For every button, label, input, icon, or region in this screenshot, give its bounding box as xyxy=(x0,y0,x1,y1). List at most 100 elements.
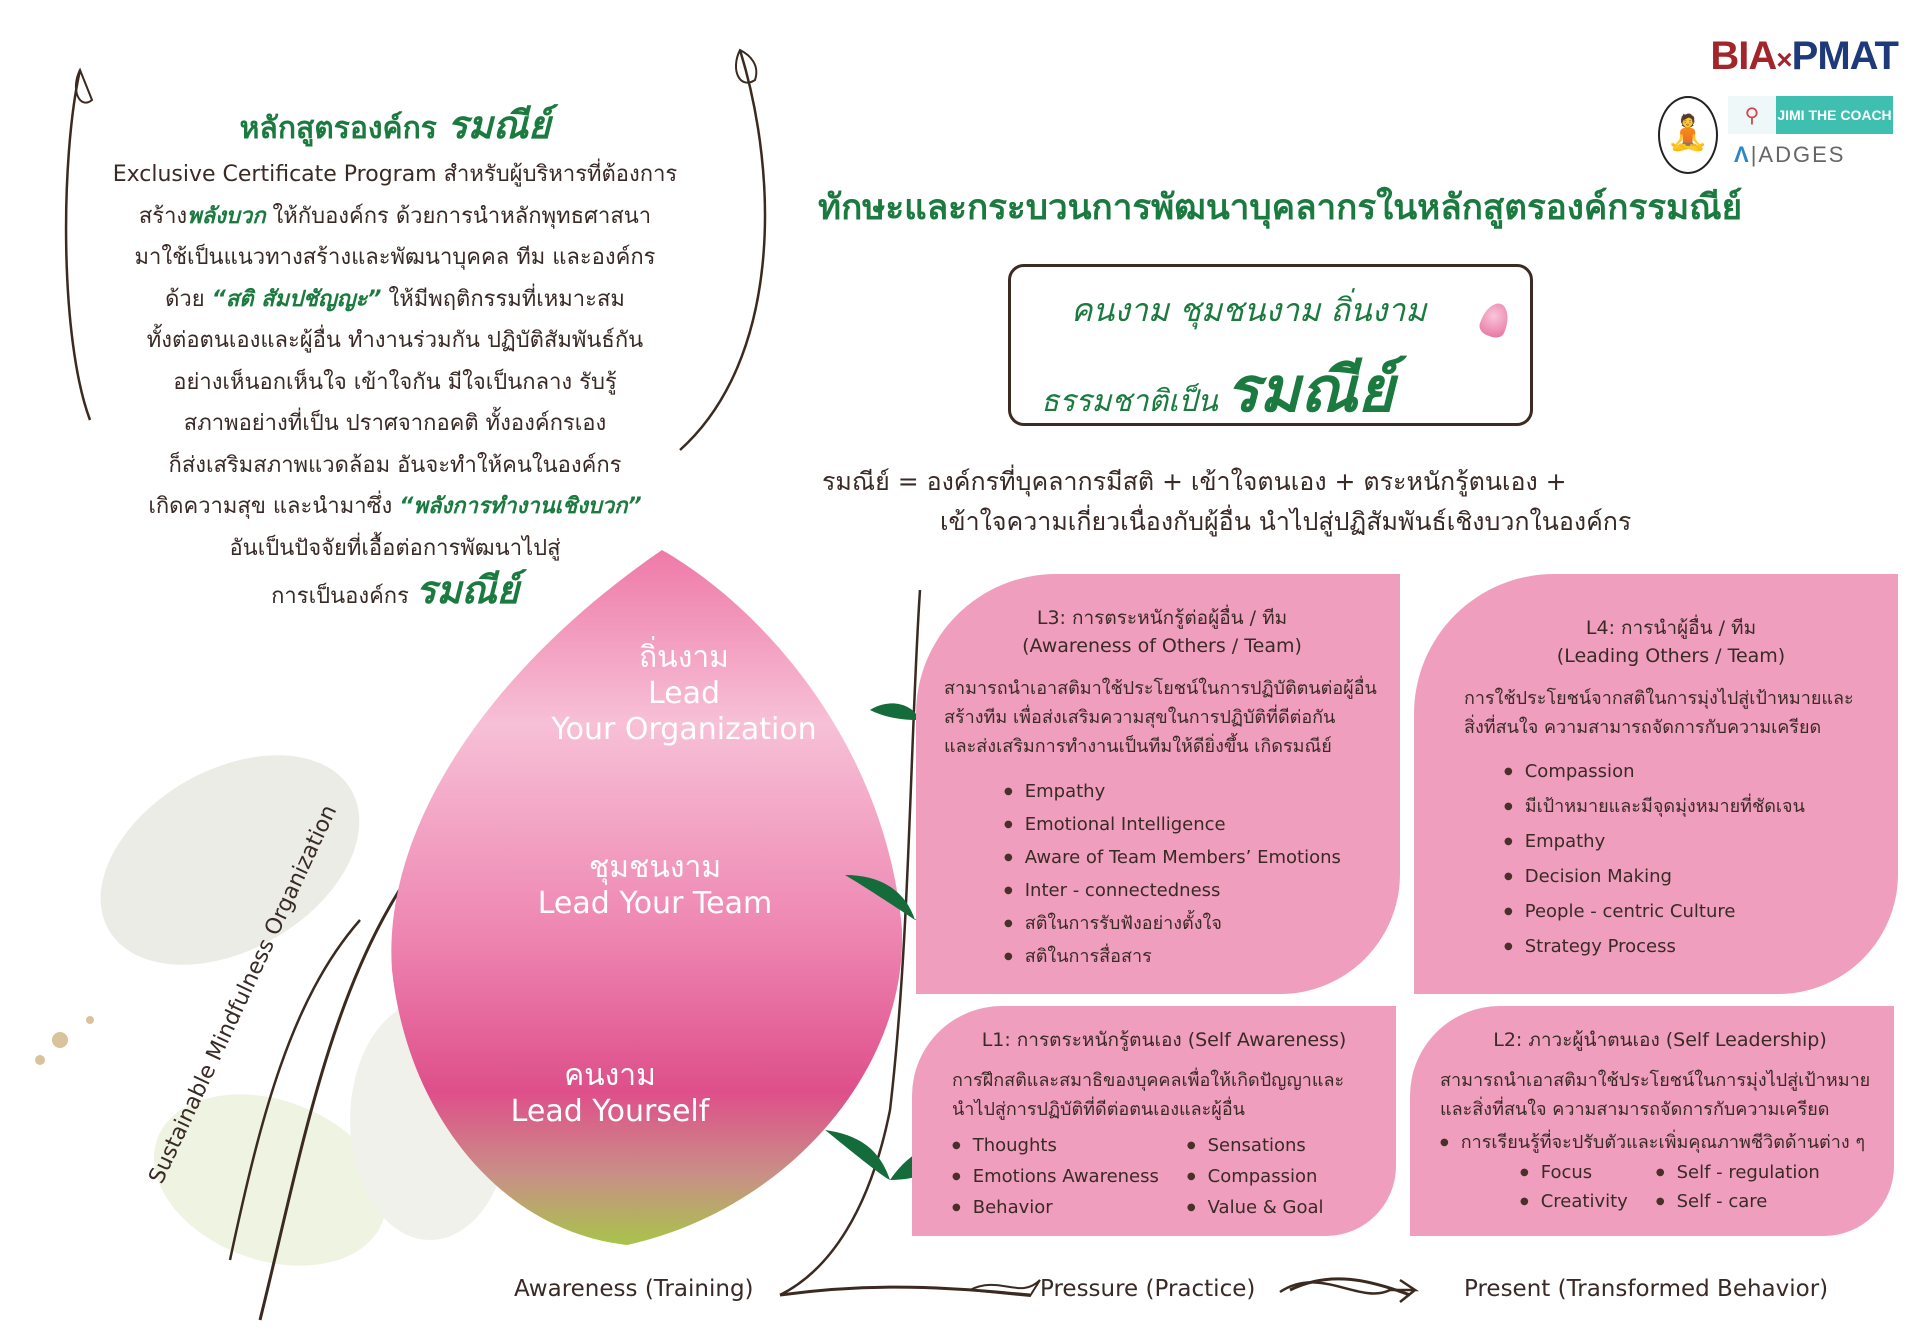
adges-logo: Λ|ADGES xyxy=(1734,142,1846,167)
skill-item: Self - regulation xyxy=(1656,1158,1820,1187)
intro-emphasis: “พลังการทำงานเชิงบวก” xyxy=(399,494,642,519)
skill-item: สติในการสื่อสาร xyxy=(1004,940,1380,973)
petal-level-self: คนงาม Lead Yourself xyxy=(410,1058,810,1130)
flow-step-awareness: Awareness (Training) xyxy=(514,1276,754,1302)
adges-logo-text: ADGES xyxy=(1758,142,1846,167)
slogan-brand: รมณีย์ xyxy=(1225,353,1394,426)
petal-level-team: ชุมชนงาม Lead Your Team xyxy=(455,850,855,922)
level-description: สามารถนำเอาสติมาใช้ประโยชน์ในการปฏิบัติต… xyxy=(944,674,1380,761)
skill-item: สติในการรับฟังอย่างตั้งใจ xyxy=(1004,907,1380,940)
intro-line: เกิดความสุข และนำมาซึ่ง “พลังการทำงานเชิ… xyxy=(90,486,700,528)
level-title: L4: การนำผู้อื่น / ทีม xyxy=(1585,617,1757,639)
definition-text: รมณีย์ = องค์กรที่บุคลากรมีสติ + เข้าใจต… xyxy=(822,462,1631,542)
skill-item: Value & Goal xyxy=(1187,1192,1324,1223)
description-line: สามารถนำเอาสติมาใช้ประโยชน์ในการปฏิบัติต… xyxy=(944,678,1377,699)
intro-line: ด้วย “สติ สัมปชัญญะ” ให้มีพฤติกรรมที่เหม… xyxy=(90,279,700,321)
skill-item: People - centric Culture xyxy=(1504,894,1878,929)
intro-line: สร้างพลังบวก ให้กับองค์กร ด้วยการนำหลักพ… xyxy=(90,196,700,238)
meditation-logo-icon: 🧘 xyxy=(1658,96,1718,174)
lotus-bud-icon xyxy=(1476,299,1514,341)
romanee-brand-logo: รมณีย์ xyxy=(415,567,519,612)
romanee-brand-logo: รมณีย์ xyxy=(447,102,551,147)
skill-item: Creativity xyxy=(1520,1187,1628,1216)
level-card-l3: L3: การตระหนักรู้ต่อผู้อื่น / ทีม (Aware… xyxy=(916,574,1400,994)
intro-line: ก็ส่งเสริมสภาพแวดล้อม อันจะทำให้คนในองค์… xyxy=(168,452,622,478)
skill-sublist: Focus Self - regulation Creativity Self … xyxy=(1520,1158,1880,1216)
bia-pmat-logo: BIA×PMAT xyxy=(1710,34,1899,79)
slogan-line-1: คนงาม ชุมชนงาม ถิ่นงาม xyxy=(1071,291,1427,329)
intro-emphasis: “สติ สัมปชัญญะ” xyxy=(211,286,382,312)
description-line: และสิ่งที่สนใจ ความสามารถจัดการกับความเค… xyxy=(1440,1099,1830,1120)
petal-english-label: Your Organization xyxy=(551,712,817,747)
intro-emphasis: พลังบวก xyxy=(187,203,266,229)
level-title: L2: ภาวะผู้นำตนเอง (Self Leadership) xyxy=(1493,1029,1827,1051)
definition-line: รมณีย์ = องค์กรที่บุคลากรมีสติ + เข้าใจต… xyxy=(822,467,1567,496)
arrow-icon xyxy=(1279,1278,1420,1303)
description-line: สิ่งที่สนใจ ความสามารถจัดการกับความเครีย… xyxy=(1464,717,1822,738)
level-card-l4: L4: การนำผู้อื่น / ทีม (Leading Others /… xyxy=(1414,574,1898,994)
intro-line: การเป็นองค์กร รมณีย์ xyxy=(90,569,700,618)
skill-item: การเรียนรู้ที่จะปรับตัวและเพิ่มคุณภาพชีว… xyxy=(1440,1128,1880,1158)
slogan-line-2: ธรรมชาติเป็นรมณีย์ xyxy=(1041,341,1394,439)
skill-list: การเรียนรู้ที่จะปรับตัวและเพิ่มคุณภาพชีว… xyxy=(1440,1128,1880,1158)
flow-step-pressure: Pressure (Practice) xyxy=(1040,1276,1256,1302)
intro-line: อันเป็นปัจจัยที่เอื้อต่อการพัฒนาไปสู่ xyxy=(229,535,561,561)
intro-text: ด้วย xyxy=(165,286,212,312)
skill-item: Compassion xyxy=(1504,754,1878,789)
jimi-logo-text: JIMI THE COACH xyxy=(1776,96,1893,134)
level-card-l1: L1: การตระหนักรู้ตนเอง (Self Awareness) … xyxy=(912,1006,1396,1236)
intro-title: หลักสูตรองค์กร รมณีย์ xyxy=(90,100,700,154)
petal-english-label: Lead Your Team xyxy=(537,886,773,921)
pmat-logo-text: PMAT xyxy=(1791,34,1899,78)
skill-list: Thoughts Sensations Emotions Awareness C… xyxy=(952,1130,1376,1223)
bia-logo-text: BIA xyxy=(1710,34,1777,78)
partner-logos: BIA×PMAT 🧘 ⚲JIMI THE COACH Λ|ADGES xyxy=(1658,34,1899,174)
description-line: นำไปสู่การปฏิบัติที่ดีต่อตนเองและผู้อื่น xyxy=(952,1099,1245,1120)
petal-english-label: Lead xyxy=(647,676,721,711)
flow-arrows xyxy=(966,1278,1420,1303)
logo-separator: × xyxy=(1776,44,1792,75)
petal-thai-label: ชุมชนงาม xyxy=(588,850,722,885)
skill-item: Decision Making xyxy=(1504,859,1878,894)
skill-item: Empathy xyxy=(1504,824,1878,859)
skill-item: Compassion xyxy=(1187,1161,1324,1192)
description-line: สร้างทีม เพื่อส่งเสริมความสุขในการปฏิบัต… xyxy=(944,707,1336,728)
flow-step-present: Present (Transformed Behavior) xyxy=(1464,1276,1829,1302)
skill-item: Behavior xyxy=(952,1192,1159,1223)
skill-item: Empathy xyxy=(1004,775,1380,808)
slogan-box: คนงาม ชุมชนงาม ถิ่นงาม ธรรมชาติเป็นรมณีย… xyxy=(1008,264,1533,426)
lotus-petal-illustration xyxy=(391,550,903,1245)
intro-line: Exclusive Certificate Program สำหรับผู้บ… xyxy=(112,162,678,187)
skill-item: Thoughts xyxy=(952,1130,1159,1161)
description-line: การฝึกสติและสมาธิของบุคคลเพื่อให้เกิดปัญ… xyxy=(952,1070,1345,1091)
petal-thai-label: ถิ่นงาม xyxy=(639,640,729,675)
skill-item: Strategy Process xyxy=(1504,929,1878,964)
bicycle-icon: ⚲ xyxy=(1728,96,1776,134)
level-title: L1: การตระหนักรู้ตนเอง (Self Awareness) xyxy=(981,1029,1347,1051)
level-description: การใช้ประโยชน์จากสติในการมุ่งไปสู่เป้าหม… xyxy=(1464,684,1878,742)
skill-item: Aware of Team Members’ Emotions xyxy=(1004,841,1380,874)
slogan-text: ธรรมชาติเป็น xyxy=(1041,384,1218,419)
skill-item: Emotions Awareness xyxy=(952,1161,1159,1192)
arrow-icon xyxy=(966,1279,1041,1298)
intro-text: ให้มีพฤติกรรมที่เหมาะสม xyxy=(381,286,625,312)
skill-list: Empathy Emotional Intelligence Aware of … xyxy=(1004,775,1380,973)
skill-item: มีเป้าหมายและมีจุดมุ่งหมายที่ชัดเจน xyxy=(1504,789,1878,824)
petal-level-organization: ถิ่นงาม Lead Your Organization xyxy=(484,640,884,748)
level-description: สามารถนำเอาสติมาใช้ประโยชน์ในการมุ่งไปสู… xyxy=(1440,1066,1880,1124)
skill-item: Self - care xyxy=(1656,1187,1820,1216)
intro-text: เกิดความสุข และนำมาซึ่ง xyxy=(148,494,400,519)
description-line: และส่งเสริมการทำงานเป็นทีมให้ดียิ่งขึ้น … xyxy=(944,736,1332,757)
intro-title-prefix: หลักสูตรองค์กร xyxy=(239,111,437,146)
skill-item: Inter - connectedness xyxy=(1004,874,1380,907)
petal-english-label: Lead Yourself xyxy=(510,1094,710,1129)
level-subtitle: (Leading Others / Team) xyxy=(1556,645,1786,667)
jimi-the-coach-logo: ⚲JIMI THE COACH xyxy=(1728,96,1893,134)
intro-line: ทั้งต่อตนเองและผู้อื่น ทำงานร่วมกัน ปฏิบ… xyxy=(146,328,644,353)
level-subtitle: (Awareness of Others / Team) xyxy=(1022,635,1302,657)
description-line: การใช้ประโยชน์จากสติในการมุ่งไปสู่เป้าหม… xyxy=(1464,688,1854,709)
skill-item: Focus xyxy=(1520,1158,1628,1187)
intro-text: ให้กับองค์กร ด้วยการนำหลักพุทธศาสนา xyxy=(265,203,652,229)
level-title: L3: การตระหนักรู้ต่อผู้อื่น / ทีม xyxy=(1036,607,1288,629)
skill-item: Emotional Intelligence xyxy=(1004,808,1380,841)
